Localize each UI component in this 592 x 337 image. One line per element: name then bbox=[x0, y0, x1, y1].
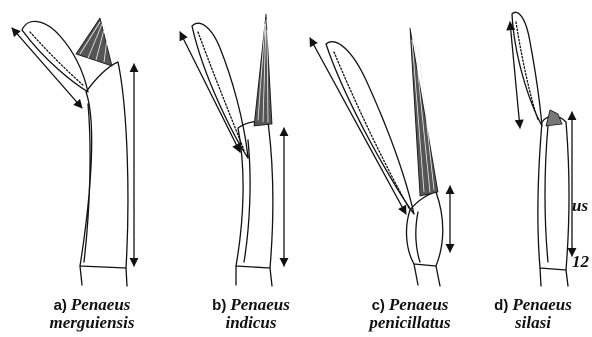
caption-c-genus: Penaeus bbox=[389, 295, 449, 314]
caption-b-genus: Penaeus bbox=[230, 295, 290, 314]
edge-text-top: us bbox=[572, 196, 588, 216]
appendage-b bbox=[180, 14, 284, 286]
caption-d-letter: d) bbox=[494, 297, 508, 314]
length-arrow-b1 bbox=[180, 32, 240, 152]
caption-a-species: merguiensis bbox=[49, 313, 134, 332]
endopod-d bbox=[512, 12, 542, 126]
spine-c bbox=[410, 28, 438, 196]
stalk-d bbox=[538, 116, 569, 270]
edge-text-bottom: 12 bbox=[572, 252, 589, 272]
endopod-a bbox=[22, 21, 88, 92]
caption-c: c) Penaeus penicillatus bbox=[350, 296, 470, 332]
appendage-d bbox=[510, 12, 572, 286]
caption-c-species: penicillatus bbox=[369, 313, 450, 332]
appendage-c bbox=[310, 28, 450, 286]
caption-b-species: indicus bbox=[225, 313, 276, 332]
length-arrow-a1 bbox=[12, 28, 82, 108]
spine-d bbox=[546, 110, 562, 126]
stalk-a bbox=[80, 62, 128, 268]
caption-a-letter: a) bbox=[54, 297, 67, 314]
caption-d-genus: Penaeus bbox=[512, 295, 572, 314]
caption-a: a) Penaeus merguiensis bbox=[22, 296, 162, 332]
caption-d: d) Penaeus silasi bbox=[476, 296, 590, 332]
endopod-c bbox=[326, 42, 414, 214]
caption-b: b) Penaeus indicus bbox=[186, 296, 316, 332]
caption-b-letter: b) bbox=[212, 297, 226, 314]
caption-c-letter: c) bbox=[372, 297, 385, 314]
caption-a-genus: Penaeus bbox=[71, 295, 131, 314]
appendage-a bbox=[12, 18, 134, 286]
petasma-illustration bbox=[0, 0, 592, 290]
caption-d-species: silasi bbox=[515, 313, 551, 332]
